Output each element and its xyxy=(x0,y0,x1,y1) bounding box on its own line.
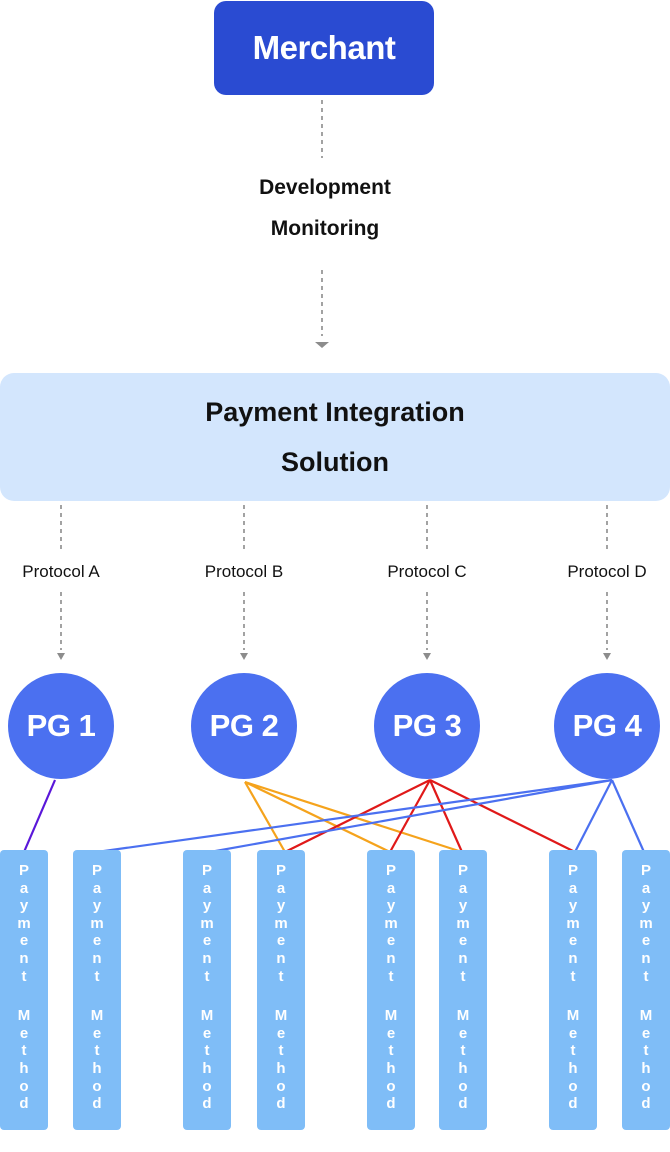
pg-4-node: PG 4 xyxy=(554,673,660,779)
protocol-c-label: Protocol C xyxy=(387,562,467,581)
method-number: 5 xyxy=(386,1134,396,1152)
protocol-arrowhead-1 xyxy=(57,653,65,660)
monitoring-label: Monitoring xyxy=(270,217,380,240)
method-number: 6 xyxy=(458,1134,468,1152)
pg-2-node: PG 2 xyxy=(191,673,297,779)
method-number: 2 xyxy=(92,1134,102,1152)
protocol-arrowhead-4 xyxy=(603,653,611,660)
solution-title-line-2: Solution xyxy=(281,447,389,477)
pg-1-node: PG 1 xyxy=(8,673,114,779)
protocol-a-label: Protocol A xyxy=(22,562,100,581)
method-number: 8 xyxy=(641,1134,651,1152)
connection-line-pg4-to-method-8 xyxy=(610,779,646,853)
method-number: 1 xyxy=(19,1134,29,1152)
connection-line-pg4-to-method-3 xyxy=(209,778,613,854)
connection-line-pg4-to-method-7 xyxy=(574,779,613,853)
method-number: 7 xyxy=(568,1134,578,1152)
protocol-arrowhead-2 xyxy=(240,653,248,660)
connection-line-pg3-to-method-7 xyxy=(429,779,576,853)
connection-line-pg4-to-method-2 xyxy=(96,778,613,854)
merchant-node: Merchant xyxy=(214,1,434,95)
payment-integration-solution: Payment Integration Solution xyxy=(0,373,670,501)
solution-title-line-1: Payment Integration xyxy=(205,397,465,427)
pg-3-node: PG 3 xyxy=(374,673,480,779)
connection-line-pg3-to-method-6 xyxy=(428,779,464,853)
protocol-b-label: Protocol B xyxy=(204,562,284,581)
development-label: Development xyxy=(259,176,391,199)
connection-line-pg1-to-method-1 xyxy=(22,779,57,853)
protocol-arrowhead-3 xyxy=(423,653,431,660)
arrowhead-down xyxy=(315,342,329,348)
method-number: 3 xyxy=(202,1134,212,1152)
method-number: 4 xyxy=(276,1134,286,1152)
protocol-d-label: Protocol D xyxy=(567,562,647,581)
connection-line-pg2-to-method-5 xyxy=(244,781,391,853)
